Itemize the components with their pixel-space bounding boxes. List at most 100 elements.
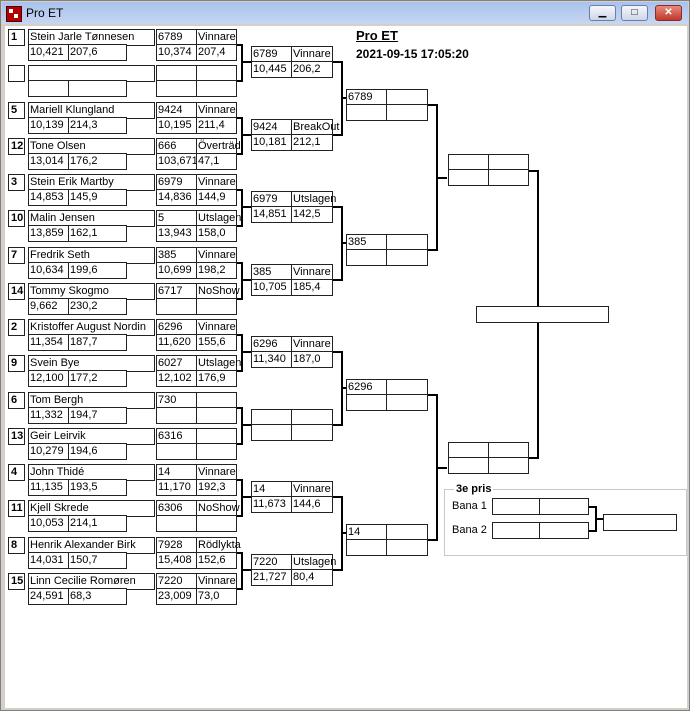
- seed-number: 13: [8, 427, 25, 445]
- lane1-bib[interactable]: [492, 498, 541, 515]
- round-time: 11,620: [156, 334, 198, 351]
- bracket-line: [237, 189, 243, 191]
- final-result-box[interactable]: [476, 306, 609, 323]
- qualifying-speed: 162,1: [68, 225, 127, 242]
- qualifying-speed: 145,9: [68, 189, 127, 206]
- bracket-line: [241, 61, 252, 63]
- round-speed: [196, 515, 237, 532]
- bracket-line: [333, 278, 343, 281]
- bracket-line: [341, 387, 347, 390]
- qualifying-time: 14,853: [28, 189, 70, 206]
- qualifying-speed: 199,6: [68, 261, 127, 279]
- seed-number: [8, 65, 25, 82]
- round-speed: 155,6: [196, 334, 237, 351]
- racer-name[interactable]: Stein Erik Martby: [28, 174, 155, 191]
- semifinal-speed: [488, 457, 529, 474]
- bib-number[interactable]: 6306: [156, 500, 198, 517]
- bracket-line: [237, 442, 243, 445]
- round-time: 15,408: [156, 551, 198, 569]
- seed-number: 15: [8, 572, 25, 590]
- lane2-bib[interactable]: [492, 522, 541, 539]
- result-status: Utslagen: [196, 355, 241, 372]
- round-speed: [291, 423, 333, 441]
- third-place-winner-box[interactable]: [603, 514, 677, 531]
- bracket-line: [341, 532, 347, 535]
- bib-number[interactable]: 6789: [346, 89, 388, 107]
- seed-number: 8: [8, 536, 25, 554]
- round-time: [251, 423, 293, 441]
- bracket-line: [237, 587, 243, 590]
- lane1-status: [539, 498, 589, 515]
- close-button[interactable]: ✕: [655, 5, 682, 21]
- bracket-line: [241, 133, 252, 136]
- racer-name[interactable]: Kristoffer August Nordin: [28, 319, 155, 336]
- seed-number: 12: [8, 137, 25, 155]
- qualifying-speed: 207,6: [68, 44, 127, 61]
- qualifying-time: 10,634: [28, 261, 70, 279]
- round-speed: [196, 297, 237, 315]
- result-status: Vinnare: [196, 246, 237, 264]
- round-speed: [196, 80, 237, 97]
- qualifying-time: 10,053: [28, 515, 70, 532]
- bracket-line: [237, 152, 243, 155]
- result-status: Rödlykta: [196, 536, 241, 554]
- round-time: [346, 249, 388, 267]
- round-time: [346, 539, 388, 557]
- round-speed: 47,1: [196, 152, 237, 170]
- app-icon[interactable]: [6, 6, 22, 22]
- round-speed: 73,0: [196, 587, 237, 605]
- bib-number[interactable]: 6979: [251, 191, 293, 208]
- bracket-line: [241, 479, 243, 517]
- racer-name[interactable]: Tommy Skogmo: [28, 282, 155, 300]
- bracket-line: [237, 370, 243, 372]
- round-speed: [386, 539, 428, 557]
- qualifying-speed: 150,7: [68, 551, 127, 569]
- qualifying-speed: 193,5: [68, 479, 127, 496]
- qualifying-speed: 230,2: [68, 297, 127, 315]
- seed-number: 9: [8, 355, 25, 372]
- round-time: 10,181: [251, 133, 293, 151]
- qualifying-time: 13,859: [28, 225, 70, 242]
- round-speed: 144,9: [196, 189, 237, 206]
- round-speed: [386, 104, 428, 122]
- bracket-line: [241, 423, 252, 426]
- seed-number: 3: [8, 174, 25, 191]
- round-speed: 80,4: [291, 568, 333, 586]
- bracket-line: [241, 44, 243, 82]
- minimize-button[interactable]: ▁: [589, 5, 616, 21]
- event-timestamp: 2021-09-15 17:05:20: [356, 47, 469, 61]
- qualifying-time: 10,139: [28, 116, 70, 134]
- racer-name[interactable]: Svein Bye: [28, 355, 155, 372]
- title-bar[interactable]: Pro ET ▁ □ ✕: [2, 2, 688, 24]
- bib-number[interactable]: 9424: [156, 101, 198, 119]
- lane2-status: [539, 522, 589, 539]
- qualifying-speed: 177,2: [68, 370, 127, 387]
- qualifying-speed: 68,3: [68, 587, 127, 605]
- round-time: 12,102: [156, 370, 198, 387]
- round-time: [156, 406, 198, 424]
- result-status: Vinnare: [196, 572, 237, 590]
- bracket-line: [436, 466, 447, 469]
- round-speed: 152,6: [196, 551, 237, 569]
- round-time: 10,195: [156, 116, 198, 134]
- round-time: [346, 104, 388, 122]
- bracket-line: [237, 515, 243, 517]
- bracket-line: [241, 351, 252, 353]
- bracket-line: [237, 297, 243, 300]
- round-time: [156, 515, 198, 532]
- bracket-line: [341, 242, 347, 245]
- bib-number[interactable]: 385: [251, 263, 293, 281]
- bib-number[interactable]: 6789: [251, 46, 293, 63]
- maximize-button[interactable]: □: [621, 5, 648, 21]
- lane2-label: Bana 2: [452, 524, 487, 536]
- bracket-line: [237, 261, 243, 264]
- round-speed: 206,2: [291, 61, 333, 78]
- racer-name[interactable]: Geir Leirvik: [28, 427, 155, 445]
- round-speed: 198,2: [196, 261, 237, 279]
- seed-number: 11: [8, 500, 25, 517]
- event-title: Pro ET: [356, 28, 398, 43]
- bib-number[interactable]: 7220: [251, 553, 293, 571]
- bib-number[interactable]: 6296: [251, 336, 293, 353]
- bracket-line: [241, 116, 243, 155]
- round-time: 11,340: [251, 351, 293, 368]
